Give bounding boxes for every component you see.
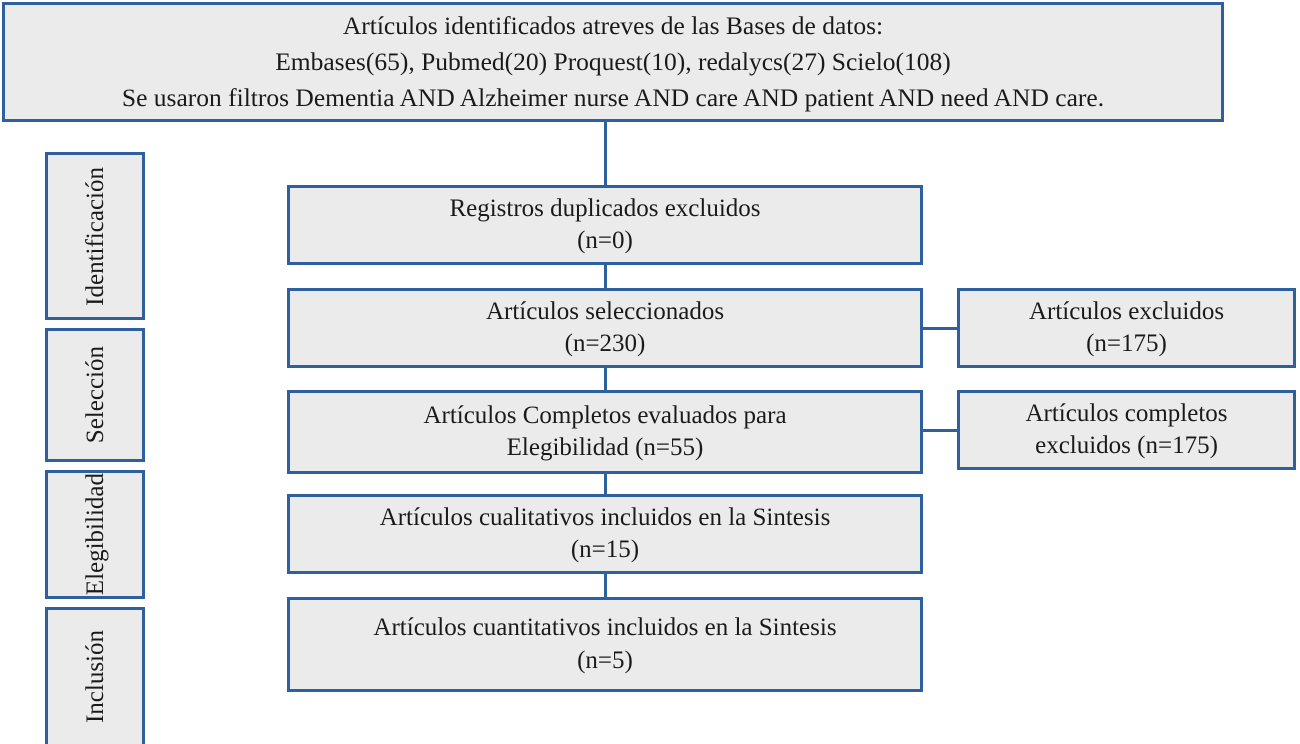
stage-label-elegibilidad: Elegibilidad [81,473,109,596]
stage-box-inclusion: Inclusión [45,607,145,744]
header-identification-box: Artículos identificados atreves de las B… [2,2,1224,122]
flow-box-text: Artículos cuantitativos incluidos en la … [373,614,837,674]
flow-box-text: Artículos seleccionados (n=230) [485,297,725,358]
flow-box-articulos-completos-elegibilidad: Artículos Completos evaluados para Elegi… [287,390,923,474]
connector-header-to-duplicates [604,122,607,185]
connector-duplicates-to-seleccionados [604,265,607,288]
flow-box-text: Artículos cualitativos incluidos en la S… [379,503,831,564]
connector-seleccionados-to-excluidos [923,327,957,330]
flow-box-articulos-cuantitativos: Artículos cuantitativos incluidos en la … [287,597,923,692]
stage-box-seleccion: Selección [45,328,145,462]
stage-label-inclusion: Inclusión [81,630,109,724]
stage-label-identificacion: Identificación [81,166,109,306]
flow-box-text: Registros duplicados excluidos (n=0) [449,194,761,255]
stage-box-identificacion: Identificación [45,152,145,320]
flow-box-text: Artículos Completos evaluados para Elegi… [423,401,787,462]
excluded-box-text: Artículos completos excluidos (n=175) [1025,399,1228,460]
header-text: Artículos identificados atreves de las B… [121,10,1105,113]
flow-box-articulos-seleccionados: Artículos seleccionados (n=230) [287,288,923,368]
connector-cualitativos-to-cuantitativos [604,574,607,597]
flow-box-registros-duplicados: Registros duplicados excluidos (n=0) [287,185,923,265]
connector-completos-to-cualitativos [604,474,607,494]
excluded-box-text: Artículos excluidos (n=175) [1028,297,1225,358]
flow-box-articulos-cualitativos: Artículos cualitativos incluidos en la S… [287,494,923,574]
connector-completos-to-completos-excluidos [923,429,957,432]
excluded-box-articulos-completos-excluidos: Artículos completos excluidos (n=175) [957,390,1296,470]
stage-label-seleccion: Selección [81,346,109,444]
stage-box-elegibilidad: Elegibilidad [45,470,145,599]
excluded-box-articulos-excluidos: Artículos excluidos (n=175) [957,288,1296,368]
connector-seleccionados-to-completos [604,368,607,390]
